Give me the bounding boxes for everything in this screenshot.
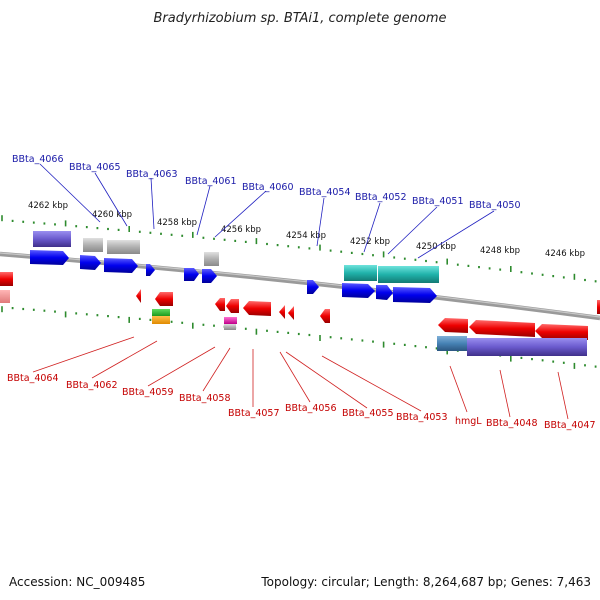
forward-gene-arrow xyxy=(376,285,393,300)
kbp-tick-label: 4252 kbp xyxy=(350,237,390,247)
feature-box xyxy=(0,290,10,303)
gene-label: BBta_4055 xyxy=(342,408,394,419)
leader-line xyxy=(214,190,267,238)
inner-tick-track xyxy=(1,306,597,369)
reverse-gene-arrow xyxy=(438,318,468,333)
forward-gene-arrow xyxy=(202,269,217,283)
gene-label: BBta_4060 xyxy=(242,182,294,193)
leader-line xyxy=(202,347,231,392)
gene-label: BBta_4064 xyxy=(7,373,59,384)
gene-label: BBta_4057 xyxy=(228,408,280,419)
reverse-gene-arrow xyxy=(243,301,271,316)
topology-summary-text: Topology: circular; Length: 8,264,687 bp… xyxy=(260,575,591,589)
forward-gene-arrow xyxy=(307,280,319,294)
inner-feature-track xyxy=(152,309,587,356)
leader-line xyxy=(363,202,381,253)
reverse-gene-arrow xyxy=(288,306,294,320)
reverse-gene-arrow xyxy=(469,320,535,337)
gene-label: BBta_4051 xyxy=(412,196,464,207)
reverse-gene-arrow xyxy=(215,298,225,311)
leader-line xyxy=(499,369,511,418)
leader-line xyxy=(321,355,422,412)
kbp-tick-label: 4246 kbp xyxy=(545,249,585,259)
gene-label: BBta_4052 xyxy=(355,192,407,203)
forward-gene-arrow xyxy=(146,264,155,276)
reverse-strand-genes xyxy=(0,272,600,340)
gene-label: BBta_4056 xyxy=(285,403,337,414)
gene-label: BBta_4063 xyxy=(126,169,178,180)
feature-box xyxy=(224,324,236,330)
leader-line xyxy=(94,172,128,227)
forward-gene-arrow xyxy=(393,287,437,303)
feature-box xyxy=(344,265,377,281)
leader-line xyxy=(417,210,495,259)
reverse-gene-arrow xyxy=(0,272,13,286)
feature-box xyxy=(204,252,219,266)
feature-box xyxy=(107,240,140,254)
leader-line xyxy=(196,185,211,236)
leader-line xyxy=(32,336,135,373)
reverse-gene-arrow xyxy=(320,309,330,323)
reverse-gene-arrow xyxy=(535,324,588,340)
forward-gene-arrow xyxy=(184,268,199,281)
gene-label: BBta_4065 xyxy=(69,162,121,173)
top-label-leaders xyxy=(39,163,495,259)
accession-text: Accession: NC_009485 xyxy=(9,575,145,589)
kbp-tick-label: 4254 kbp xyxy=(286,231,326,241)
gene-label: BBta_4047 xyxy=(544,420,596,431)
map-title: Bradyrhizobium sp. BTAi1, complete genom… xyxy=(153,11,446,26)
outer-feature-track xyxy=(33,231,439,283)
kbp-tick-label: 4248 kbp xyxy=(480,246,520,256)
bottom-label-leaders xyxy=(32,336,569,420)
reverse-gene-arrow xyxy=(226,299,239,313)
gene-label: BBta_4062 xyxy=(66,380,118,391)
kbp-tick-label: 4256 kbp xyxy=(221,225,261,235)
feature-box xyxy=(152,316,170,324)
feature-box xyxy=(83,238,103,252)
leader-line xyxy=(39,163,101,223)
gene-label: BBta_4054 xyxy=(299,187,351,198)
forward-strand-genes xyxy=(30,250,437,303)
leader-line xyxy=(279,351,311,403)
reverse-gene-arrow xyxy=(136,289,141,303)
bottom-gene-labels: BBta_4064 BBta_4062 BBta_4059 BBta_4058 … xyxy=(7,373,596,431)
feature-box xyxy=(378,266,439,283)
forward-gene-arrow xyxy=(80,255,101,270)
feature-box xyxy=(467,338,587,356)
gene-label: hmgL xyxy=(455,416,482,427)
leader-line xyxy=(150,177,155,230)
top-gene-labels: BBta_4066 BBta_4065 BBta_4063 BBta_4061 … xyxy=(12,154,521,211)
feature-box xyxy=(437,336,467,351)
forward-gene-arrow xyxy=(30,250,69,265)
gene-label: BBta_4050 xyxy=(469,200,521,211)
gene-label: BBta_4059 xyxy=(122,387,174,398)
forward-gene-arrow xyxy=(104,258,138,273)
forward-gene-arrow xyxy=(342,283,375,298)
reverse-gene-arrow xyxy=(597,300,600,314)
gene-label: BBta_4061 xyxy=(185,176,237,187)
leader-line xyxy=(285,351,368,409)
outer-tick-track xyxy=(1,215,597,283)
feature-box xyxy=(224,317,237,324)
feature-box xyxy=(33,231,71,247)
leader-line xyxy=(557,371,569,420)
leader-line xyxy=(147,346,216,387)
gene-label: BBta_4048 xyxy=(486,418,538,429)
gene-label: BBta_4053 xyxy=(396,412,448,423)
leader-line xyxy=(316,197,325,247)
reverse-gene-arrow xyxy=(279,305,285,319)
feature-box xyxy=(152,309,170,316)
kbp-tick-label: 4258 kbp xyxy=(157,218,197,228)
leader-line xyxy=(387,206,438,255)
kbp-tick-label: 4262 kbp xyxy=(28,201,68,211)
gene-label: BBta_4066 xyxy=(12,154,64,165)
leader-line xyxy=(91,340,158,379)
reverse-gene-arrow xyxy=(155,292,173,306)
gene-label: BBta_4058 xyxy=(179,393,231,404)
leader-line xyxy=(449,365,468,413)
kbp-tick-label: 4260 kbp xyxy=(92,210,132,220)
